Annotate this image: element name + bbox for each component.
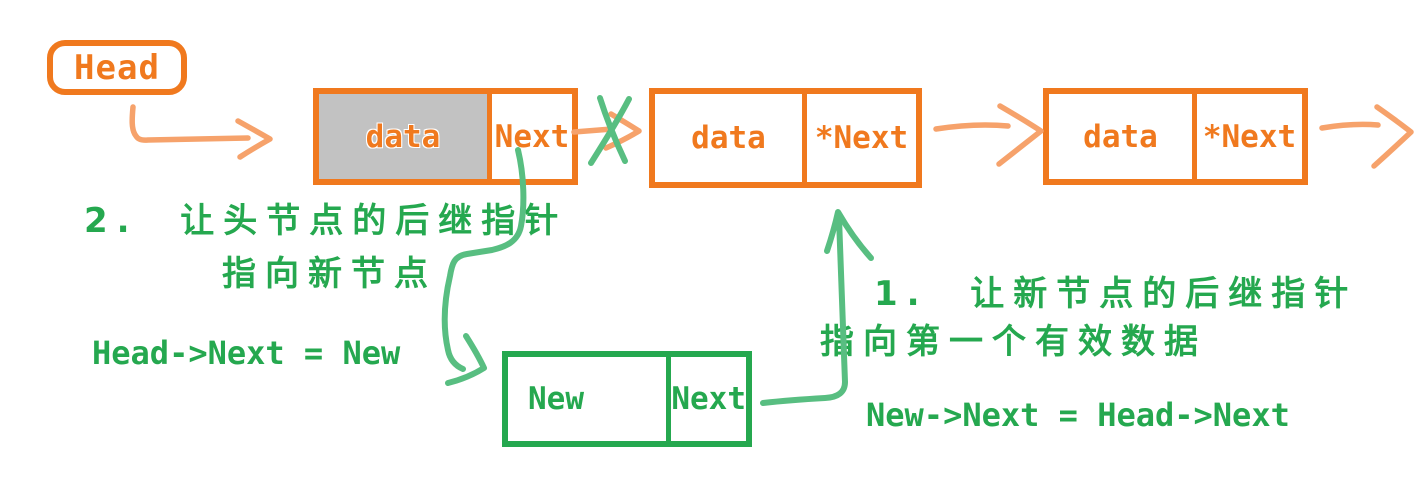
step1-code: New->Next = Head->Next xyxy=(866,396,1290,434)
node-new: New Next xyxy=(502,351,752,447)
node-third-data-label: data xyxy=(1083,118,1158,155)
node-head-data-label: data xyxy=(365,118,441,155)
node-head: data Next xyxy=(313,88,578,185)
node-third-data-cell: data xyxy=(1049,94,1192,179)
crossed-arrow xyxy=(571,111,642,151)
node-third-next-cell: *Next xyxy=(1192,94,1302,179)
node-second-next-label: *Next xyxy=(814,120,909,156)
node-second-data-label: data xyxy=(691,120,766,156)
node-new-next-label: Next xyxy=(671,381,746,417)
step2-annotation-line1: 2. 让头节点的后继指针 xyxy=(84,201,568,241)
step2-annotation-line2: 指向新节点 xyxy=(222,254,437,294)
node-second-data-cell: data xyxy=(655,94,802,182)
node-third-next-label: *Next xyxy=(1202,118,1297,155)
cross-x-mark xyxy=(588,95,632,166)
second-to-third-arrow xyxy=(933,103,1044,167)
node-second-next-cell: *Next xyxy=(802,94,916,182)
node-new-data-cell: New xyxy=(508,357,666,441)
node-second: data *Next xyxy=(649,88,922,188)
node-third: data *Next xyxy=(1043,88,1308,185)
third-node-continue-arrow xyxy=(1319,104,1414,169)
node-head-next-cell: Next xyxy=(487,94,572,179)
step1-annotation-line1: 1. 让新节点的后继指针 xyxy=(874,274,1358,314)
head-to-node-arrow xyxy=(129,104,273,160)
node-new-next-cell: Next xyxy=(666,357,746,441)
node-head-next-label: Next xyxy=(494,118,570,155)
head-pointer-box: Head xyxy=(47,40,187,95)
node-new-data-label: New xyxy=(528,381,584,417)
head-label: Head xyxy=(74,47,160,88)
step1-annotation-line2: 指向第一个有效数据 xyxy=(820,322,1207,362)
step1-new-next-to-second-arrow xyxy=(760,209,874,406)
node-head-data-cell: data xyxy=(319,94,487,179)
step2-code: Head->Next = New xyxy=(92,334,401,372)
